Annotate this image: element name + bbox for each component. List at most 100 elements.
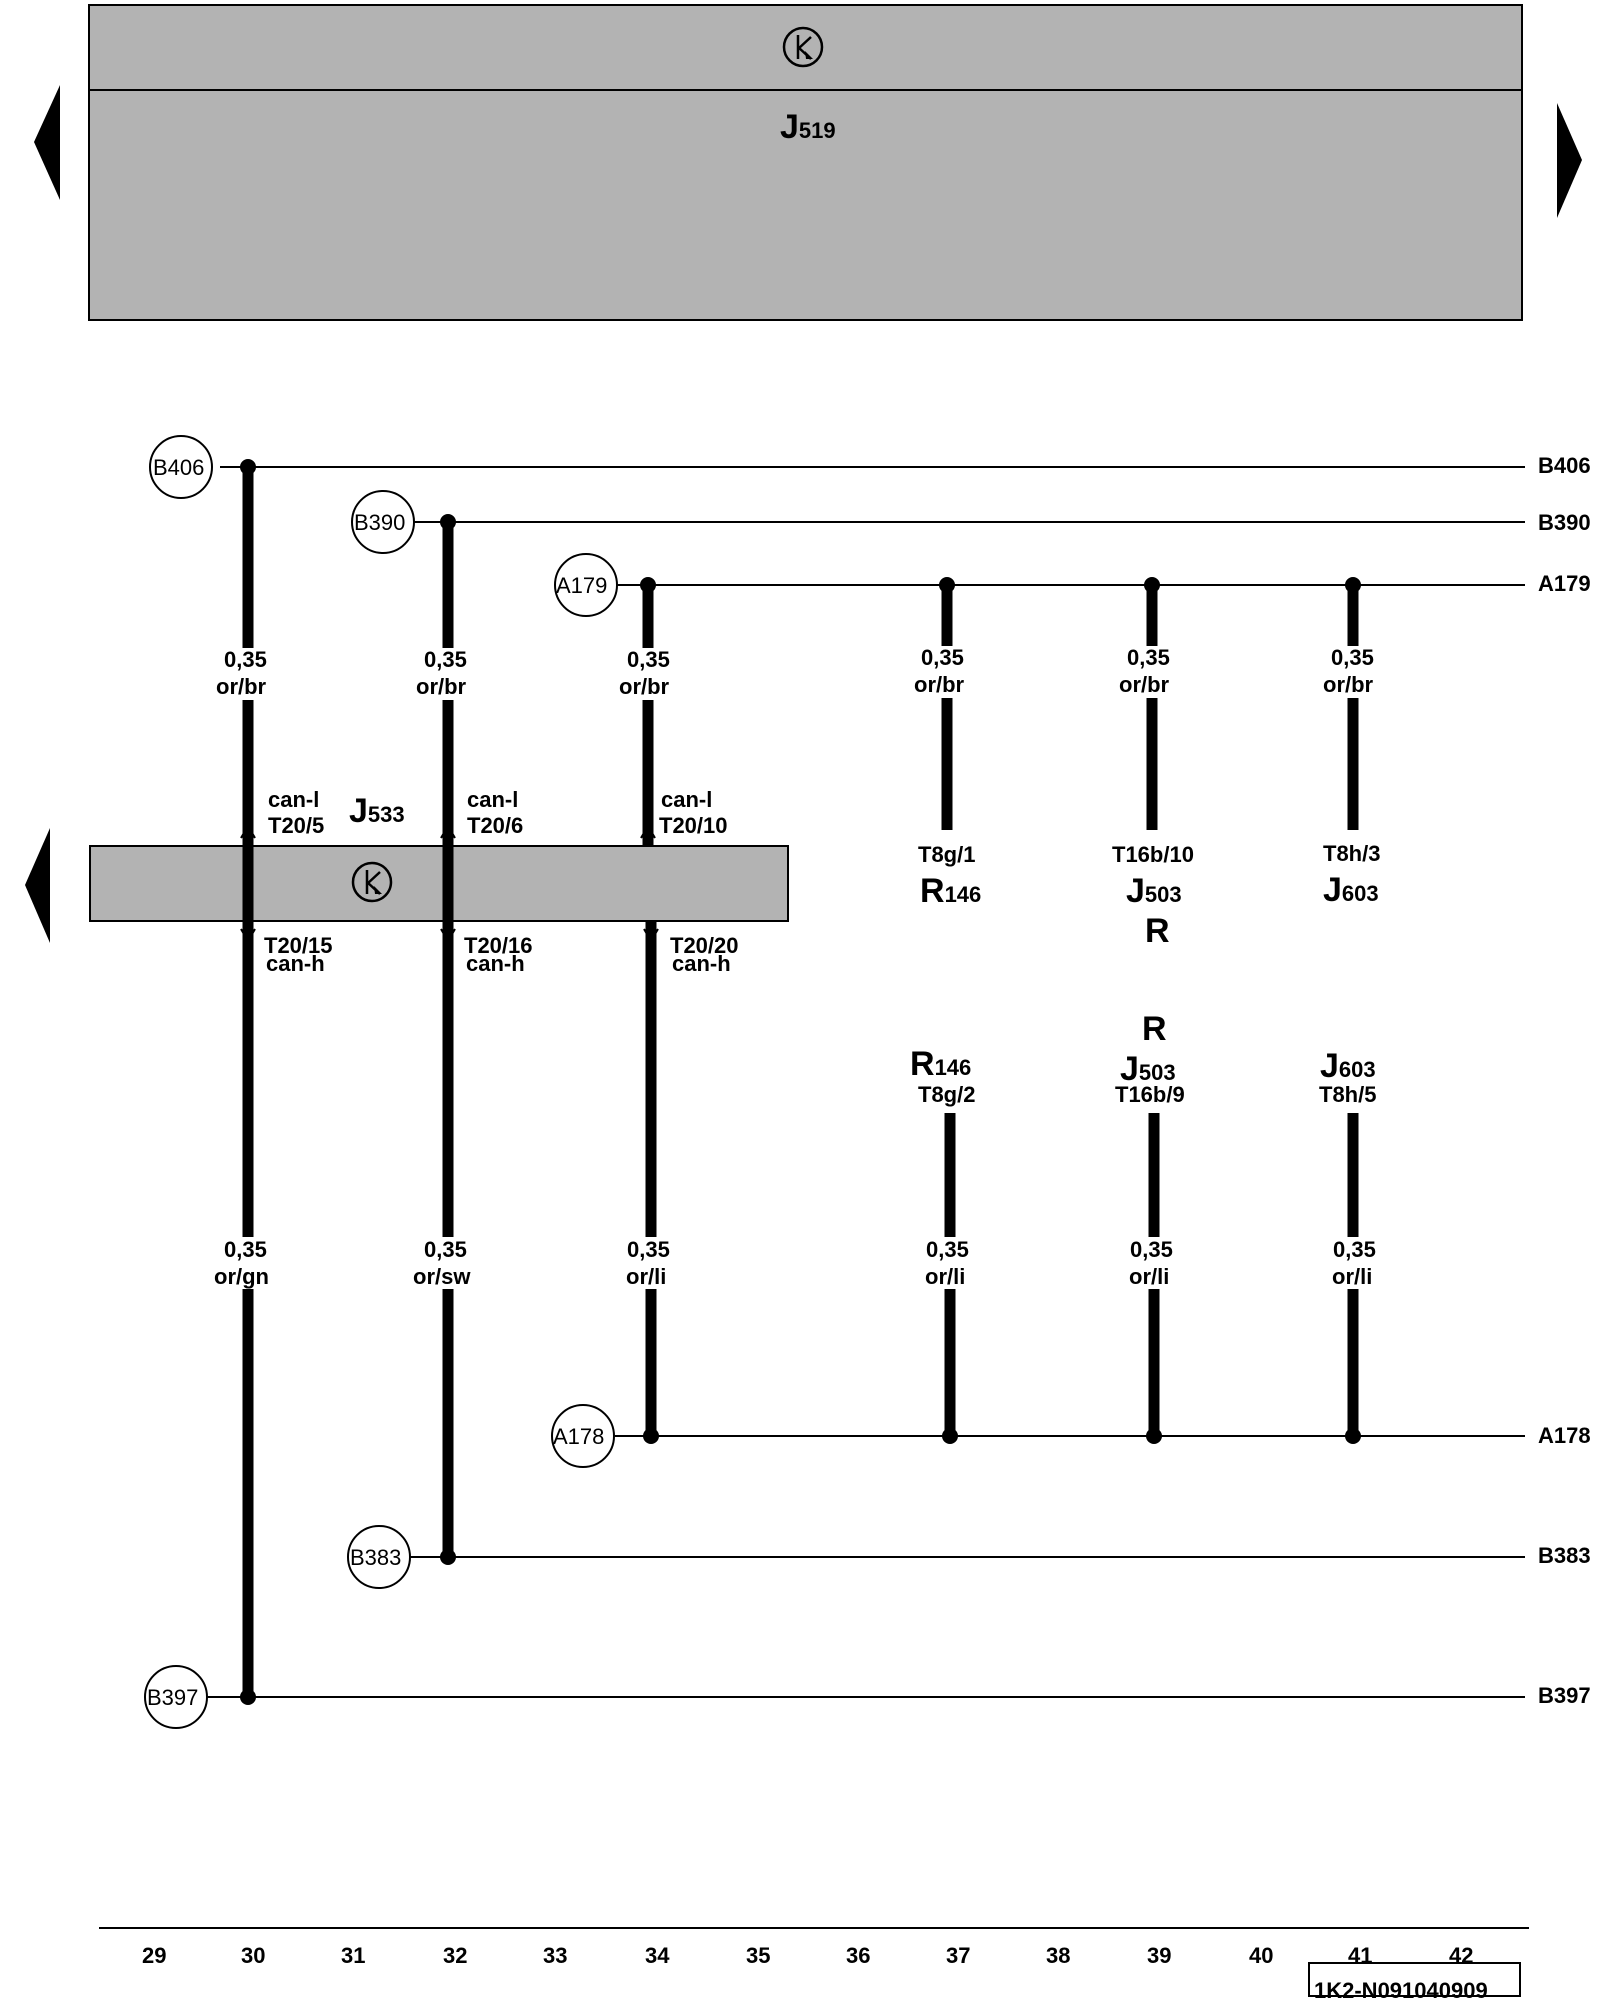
svg-text:A179: A179	[556, 573, 607, 598]
connector-bubble-B390: B390	[351, 490, 415, 554]
component-label-R: R	[1142, 1010, 1167, 1048]
pin-label: T8g/1	[918, 842, 975, 867]
pin-label: T8h/5	[1319, 1082, 1376, 1107]
line-label-A179: A179	[1538, 571, 1591, 596]
pin-label: T20/6	[467, 813, 523, 838]
pin-arrow	[240, 824, 659, 943]
column-number: 40	[1249, 1943, 1273, 1968]
line-label-B383: B383	[1538, 1543, 1591, 1568]
column-number: 37	[946, 1943, 970, 1968]
wire-color: or/li	[925, 1264, 965, 1289]
line-label-B397: B397	[1538, 1683, 1591, 1708]
junction-dot	[1146, 1428, 1162, 1444]
pin-label: T8h/3	[1323, 841, 1380, 866]
line-label-B406: B406	[1538, 453, 1591, 478]
top-module-box	[88, 4, 1523, 321]
wire-size: 0,35	[1333, 1237, 1376, 1262]
wire-color: or/br	[416, 674, 467, 699]
wire-color: or/br	[1323, 672, 1374, 697]
column-number: 31	[341, 1943, 365, 1968]
wire-color: or/br	[1119, 672, 1170, 697]
signal-label: can-h	[466, 951, 525, 976]
line-label-A178: A178	[1538, 1423, 1591, 1448]
signal-label: can-h	[672, 951, 731, 976]
right-arrow-icon[interactable]	[1557, 103, 1582, 218]
column-numbers: 29 30 31 32 33 34 35 36 37 38 39 40 41 4…	[142, 1943, 1473, 1968]
wire-color: or/br	[914, 672, 965, 697]
junction-dot	[1144, 577, 1160, 593]
wire-size: 0,35	[1130, 1237, 1173, 1262]
pin-label: T16b/9	[1115, 1082, 1185, 1107]
pin-label: T16b/10	[1112, 842, 1194, 867]
component-label-J503: J503	[1120, 1050, 1176, 1088]
connector-bubble-B397: B397	[144, 1665, 208, 1729]
signal-label: can-l	[661, 787, 712, 812]
junction-dot	[1345, 1428, 1361, 1444]
wire-size: 0,35	[627, 1237, 670, 1262]
line-label-B390: B390	[1538, 510, 1591, 535]
wire-size: 0,35	[627, 647, 670, 672]
wire-color: or/br	[216, 674, 267, 699]
svg-text:A178: A178	[553, 1424, 604, 1449]
left-arrow-icon[interactable]	[34, 85, 60, 200]
gateway-module-box	[89, 845, 789, 922]
signal-label: can-h	[266, 951, 325, 976]
wire-color: or/li	[1332, 1264, 1372, 1289]
component-label-R146: R146	[910, 1045, 971, 1083]
pin-label: T20/10	[659, 813, 728, 838]
wire-size: 0,35	[1127, 645, 1170, 670]
can-bus-icon	[782, 26, 824, 68]
doc-id-label: 1K2-N091040909	[1314, 1978, 1488, 2000]
junction-dot	[939, 577, 955, 593]
wire-size: 0,35	[926, 1237, 969, 1262]
wire-size: 0,35	[224, 1237, 267, 1262]
junction-dot	[942, 1428, 958, 1444]
doc-id-box	[1308, 1962, 1521, 1997]
column-number: 39	[1147, 1943, 1171, 1968]
connector-bubble-B406: B406	[149, 435, 213, 499]
can-bus-icon	[351, 861, 393, 903]
wire-size: 0,35	[424, 1237, 467, 1262]
wire-size: 0,35	[1331, 645, 1374, 670]
wire-color: or/gn	[214, 1264, 269, 1289]
column-number: 36	[846, 1943, 870, 1968]
column-number: 38	[1046, 1943, 1070, 1968]
signal-label: can-l	[467, 787, 518, 812]
column-number: 32	[443, 1943, 467, 1968]
pin-label: T8g/2	[918, 1082, 975, 1107]
connector-bubble-B383: B383	[347, 1525, 411, 1589]
connector-bubble-A179: A179	[554, 553, 618, 617]
wire-color: or/li	[626, 1264, 666, 1289]
junction-dot	[440, 1549, 456, 1565]
junction-dot	[240, 1689, 256, 1705]
wire-size: 0,35	[921, 645, 964, 670]
left-arrow-icon[interactable]	[25, 828, 50, 943]
column-number: 29	[142, 1943, 166, 1968]
component-label-J603: J603	[1320, 1047, 1376, 1085]
pin-label: T20/15	[264, 933, 333, 958]
signal-label: can-l	[268, 787, 319, 812]
component-label-R: R	[1145, 912, 1170, 950]
top-module-label: J519	[780, 108, 836, 146]
pin-label: T20/5	[268, 813, 324, 838]
junction-dot	[440, 514, 456, 530]
connector-bubble-A178: A178	[551, 1404, 615, 1468]
svg-text:B390: B390	[354, 510, 405, 535]
component-label-J503: J503	[1126, 872, 1182, 910]
junction-dot	[1345, 577, 1361, 593]
junction-dot	[240, 459, 256, 475]
pin-label: T20/20	[670, 933, 739, 958]
svg-text:B397: B397	[147, 1685, 198, 1710]
svg-text:B383: B383	[350, 1545, 401, 1570]
component-label-R146: R146	[920, 872, 981, 910]
pin-label: T20/16	[464, 933, 533, 958]
column-number: 34	[645, 1943, 670, 1968]
wire-size: 0,35	[224, 647, 267, 672]
column-number: 30	[241, 1943, 265, 1968]
wire-color: or/sw	[413, 1264, 471, 1289]
column-number: 35	[746, 1943, 770, 1968]
junction-dot	[640, 577, 656, 593]
wire-size: 0,35	[424, 647, 467, 672]
component-label-J603: J603	[1323, 871, 1379, 909]
